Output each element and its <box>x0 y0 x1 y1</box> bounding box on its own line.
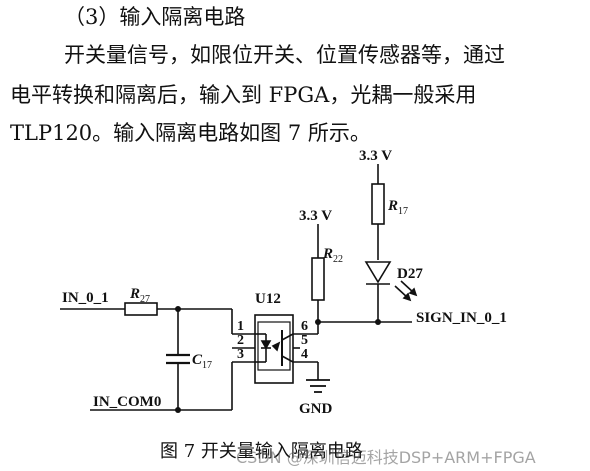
pin-3: 3 <box>237 347 244 362</box>
r17-label: R <box>387 198 398 214</box>
paragraph-line-3: TLP120。输入隔离电路如图 7 所示。 <box>10 121 371 145</box>
figure-caption: 图 7 开关量输入隔离电路 <box>160 441 363 462</box>
pin-5: 5 <box>301 333 308 348</box>
r22-label: R <box>322 246 333 262</box>
paragraph-line-2: 电平转换和隔离后，输入到 FPGA，光耦一般采用 <box>10 83 477 107</box>
net-com: IN_COM0 <box>93 394 161 410</box>
vcc-label-top: 3.3 V <box>359 148 392 164</box>
net-out: SIGN_IN_0_1 <box>416 310 507 326</box>
gnd-label: GND <box>299 401 333 417</box>
junction-dot <box>315 319 321 325</box>
d27-label: D27 <box>397 266 423 282</box>
junction-dot <box>175 306 181 312</box>
r22-sub: 22 <box>333 254 343 265</box>
r27-label: R <box>129 286 140 302</box>
net-in: IN_0_1 <box>62 290 109 306</box>
u12-label: U12 <box>255 291 281 307</box>
r27-sub: 27 <box>140 294 150 305</box>
optocoupler-u12 <box>254 314 294 384</box>
pin-6: 6 <box>301 319 308 334</box>
resistor-r17 <box>371 183 385 225</box>
section-heading: （3）输入隔离电路 <box>64 5 246 29</box>
led-symbol <box>260 340 272 350</box>
diode-d27 <box>364 261 392 284</box>
pin-2: 2 <box>237 333 244 348</box>
pin-1: 1 <box>237 319 244 334</box>
watermark: CSDN @深圳信迈科技DSP+ARM+FPGA <box>236 448 536 467</box>
resistor-r22 <box>311 257 325 301</box>
junction-dot <box>175 407 181 413</box>
c17-sub: 17 <box>202 360 212 371</box>
pin-4: 4 <box>301 347 308 362</box>
vcc-label-mid: 3.3 V <box>299 208 332 224</box>
junction-dot <box>375 319 381 325</box>
paragraph-line-1: 开关量信号，如限位开关、位置传感器等，通过 <box>64 43 505 67</box>
r17-sub: 17 <box>398 206 408 217</box>
c17-label: C <box>192 352 203 368</box>
